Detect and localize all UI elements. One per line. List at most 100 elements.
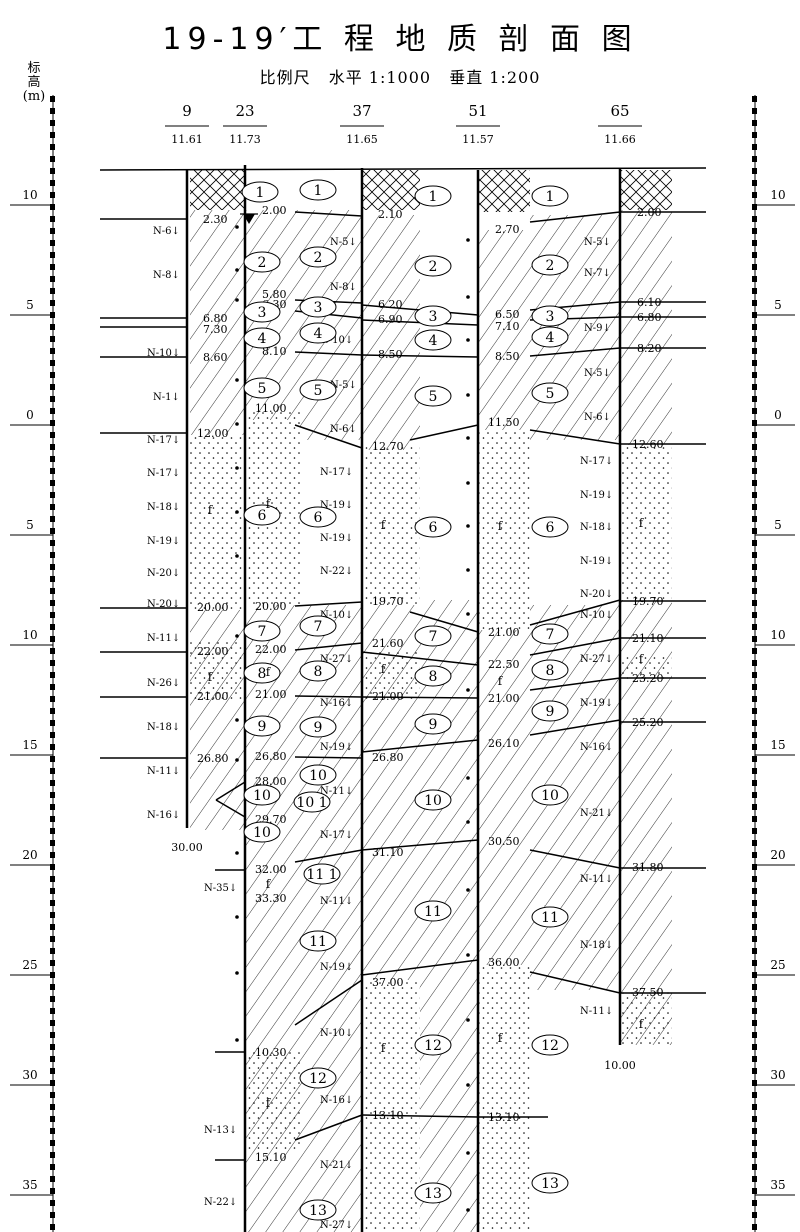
spt-value: N-8↓ xyxy=(330,282,357,293)
elevation-tick-label: 5 xyxy=(26,518,34,532)
stratum-boundary xyxy=(529,719,621,736)
elevation-tick-label: 5 xyxy=(774,298,782,312)
layer-number: 1 xyxy=(429,189,438,205)
layer-ellipse xyxy=(299,716,337,738)
depth-label: 6.50 xyxy=(495,308,520,321)
spt-value: N-17↓ xyxy=(147,468,180,479)
spt-value: N-10↓ xyxy=(320,610,353,621)
layer-ellipse xyxy=(414,625,452,647)
layer-number: 4 xyxy=(546,330,555,346)
spt-value: N-5↓ xyxy=(330,380,357,391)
layer-number: 1 xyxy=(314,183,323,199)
sand-marker: f xyxy=(208,503,214,517)
layer-ellipse xyxy=(414,1034,452,1056)
layer-ellipse xyxy=(243,821,281,843)
layer-ellipse xyxy=(414,385,452,407)
soil-fill xyxy=(190,210,245,435)
depth-label: 8.10 xyxy=(262,345,287,358)
layer-ellipse xyxy=(299,506,337,528)
stratum-boundary xyxy=(361,739,479,753)
depth-label: 32.00 xyxy=(255,863,287,876)
depth-label: 2.70 xyxy=(495,223,520,236)
layer-number: 10 xyxy=(309,768,327,784)
sand-marker: f xyxy=(498,674,504,688)
sand-marker: f xyxy=(381,1041,387,1055)
sample-dot xyxy=(235,634,239,638)
soil-fill xyxy=(620,170,672,210)
soil-fill xyxy=(478,430,530,630)
elevation-tick-label: 35 xyxy=(22,1178,37,1192)
spt-value: N-11↓ xyxy=(147,633,180,644)
layer-number: 10 1 xyxy=(296,795,327,811)
soil-fill xyxy=(478,630,530,965)
soil-fill xyxy=(362,170,420,210)
soil-fill xyxy=(245,1050,300,1150)
sand-marker: f xyxy=(381,518,387,532)
spt-value: N-11↓ xyxy=(580,874,613,885)
spt-value: N-22↓ xyxy=(204,1197,237,1208)
spt-value: N-5↓ xyxy=(584,237,611,248)
layer-ellipse xyxy=(414,1182,452,1204)
spt-value: N-18↓ xyxy=(147,722,180,733)
depth-label: 12.70 xyxy=(372,440,404,453)
depth-label: 19.70 xyxy=(632,595,664,608)
layer-number: 11 xyxy=(309,934,327,950)
layer-number: 13 xyxy=(541,1176,559,1192)
spt-value: N-1↓ xyxy=(153,392,180,403)
layer-number: 9 xyxy=(429,717,438,733)
depth-label: 22.00 xyxy=(197,645,229,658)
spt-value: N-19↓ xyxy=(147,536,180,547)
stratum-boundary xyxy=(361,1114,479,1118)
spt-value: N-17↓ xyxy=(320,467,353,478)
depth-label: 30.50 xyxy=(488,835,520,848)
depth-label: 37.00 xyxy=(372,976,404,989)
elevation-tick-label: 25 xyxy=(22,958,37,972)
layer-ellipse xyxy=(299,615,337,637)
axis-unit: (m) xyxy=(22,89,46,104)
layer-number: 11 1 xyxy=(306,867,337,883)
depth-label: 21.10 xyxy=(632,632,664,645)
spt-value: N-21↓ xyxy=(580,808,613,819)
sample-dot xyxy=(235,718,239,722)
spt-value: N-10↓ xyxy=(147,348,180,359)
layer-ellipse xyxy=(531,516,569,538)
elevation-tick-label: 25 xyxy=(770,958,785,972)
spt-value: N-16↓ xyxy=(320,1095,353,1106)
elevation-tick-label: 5 xyxy=(26,298,34,312)
elevation-tick-label: 5 xyxy=(774,518,782,532)
depth-label: 13.10 xyxy=(488,1111,520,1124)
stratum-boundary xyxy=(294,1114,363,1141)
borehole-id: 9 xyxy=(182,102,192,120)
layer-number: 13 xyxy=(309,1203,327,1219)
layer-number: 6 xyxy=(314,510,323,526)
layer-ellipse xyxy=(299,764,337,786)
depth-label: 21.00 xyxy=(255,688,287,701)
spt-value: N-19↓ xyxy=(580,556,613,567)
spt-value: N-19↓ xyxy=(580,698,613,709)
layer-ellipse xyxy=(243,620,281,642)
stratum-boundary xyxy=(529,677,621,691)
borehole-id: 65 xyxy=(610,102,629,120)
spt-value: N-17↓ xyxy=(320,830,353,841)
depth-label: 8.50 xyxy=(378,348,403,361)
layer-ellipse xyxy=(299,930,337,952)
sample-dot xyxy=(466,612,470,616)
depth-label: 31.10 xyxy=(372,846,404,859)
spt-value: N-19↓ xyxy=(320,500,353,511)
spt-value: N-11↓ xyxy=(320,786,353,797)
sample-dot xyxy=(466,1151,470,1155)
sample-dot xyxy=(235,225,239,229)
layer-number: 10 xyxy=(253,825,271,841)
spt-value: N-13↓ xyxy=(204,1125,237,1136)
sample-dot xyxy=(466,820,470,824)
depth-label: 23.20 xyxy=(632,672,664,685)
stratum-boundary xyxy=(529,347,621,357)
layer-number: 10 xyxy=(253,788,271,804)
layer-ellipse xyxy=(531,700,569,722)
stratum-boundary xyxy=(529,211,621,223)
spt-value: N-18↓ xyxy=(580,522,613,533)
spt-value: N-9↓ xyxy=(584,323,611,334)
layer-number: 8 xyxy=(258,666,267,682)
stratum-boundary xyxy=(294,351,363,356)
lens-boundary xyxy=(215,781,246,801)
